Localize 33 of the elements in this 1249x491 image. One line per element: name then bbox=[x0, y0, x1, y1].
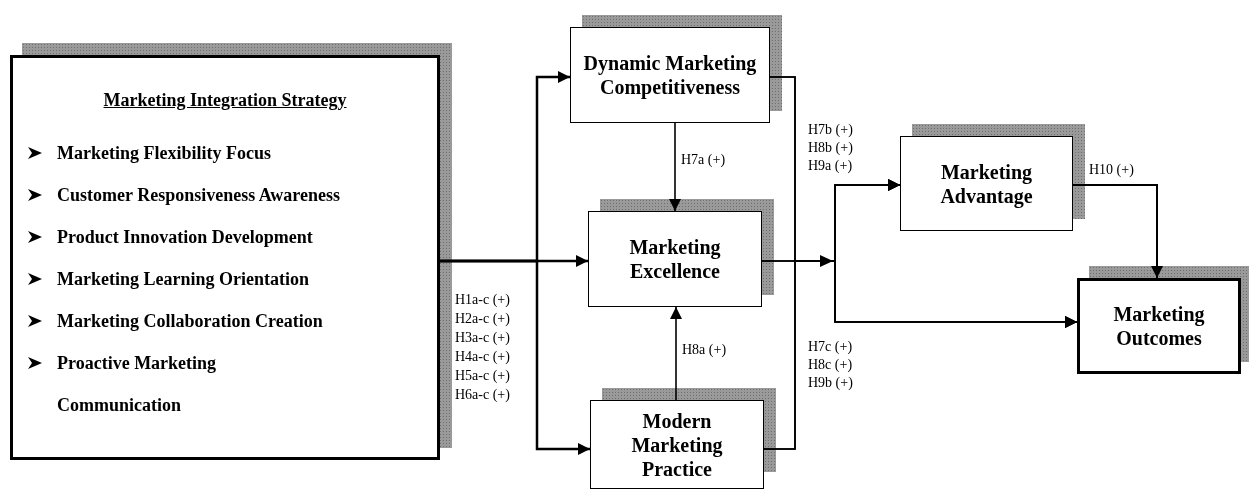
hypothesis-label: H1a-c (+) bbox=[455, 292, 510, 308]
heading: Marketing Integration Strategy bbox=[103, 90, 347, 112]
concept-box bbox=[570, 27, 770, 123]
list-item: Proactive Marketing Communication bbox=[57, 351, 218, 417]
concept-box bbox=[590, 400, 764, 489]
hypothesis-label: H6a-c (+) bbox=[455, 387, 510, 403]
list-item: Marketing Collaboration Creation bbox=[57, 309, 323, 333]
edge-label: H7a (+) bbox=[680, 152, 727, 168]
hypothesis-label: H2a-c (+) bbox=[455, 311, 510, 327]
hypothesis-label: H7b (+) bbox=[808, 122, 853, 138]
hypothesis-label: H8c (+) bbox=[808, 357, 853, 373]
hypothesis-label: H7c (+) bbox=[808, 339, 853, 355]
concept-name: Marketing Advantage bbox=[939, 159, 1034, 208]
concept-box bbox=[1077, 278, 1241, 374]
concept-name: Marketing Outcomes bbox=[1112, 302, 1206, 350]
hypothesis-label: H4a-c (+) bbox=[455, 349, 510, 365]
list-item: Customer Responsiveness Awareness bbox=[57, 183, 340, 207]
list-item: Product Innovation Development bbox=[57, 225, 313, 249]
list-item: Marketing Learning Orientation bbox=[57, 267, 309, 291]
concept-name: Marketing Excellence bbox=[628, 235, 722, 283]
edge-label: H8a (+) bbox=[681, 342, 728, 358]
list-item: Marketing Flexibility Focus bbox=[57, 141, 271, 165]
hypothesis-label: H8b (+) bbox=[808, 140, 853, 156]
concept-box bbox=[588, 211, 762, 307]
hypothesis-label: H5a-c (+) bbox=[455, 368, 510, 384]
edge-label: H10 (+) bbox=[1088, 162, 1135, 178]
hypothesis-label: H9a (+) bbox=[808, 158, 853, 174]
hypothesis-label: H9b (+) bbox=[808, 375, 853, 391]
concept-name: Modern Marketing Practice bbox=[630, 408, 724, 481]
concept-box bbox=[10, 55, 440, 460]
hypothesis-label: H3a-c (+) bbox=[455, 330, 510, 346]
concept-name: Dynamic Marketing Competitiveness bbox=[582, 51, 758, 99]
concept-box bbox=[900, 136, 1073, 231]
